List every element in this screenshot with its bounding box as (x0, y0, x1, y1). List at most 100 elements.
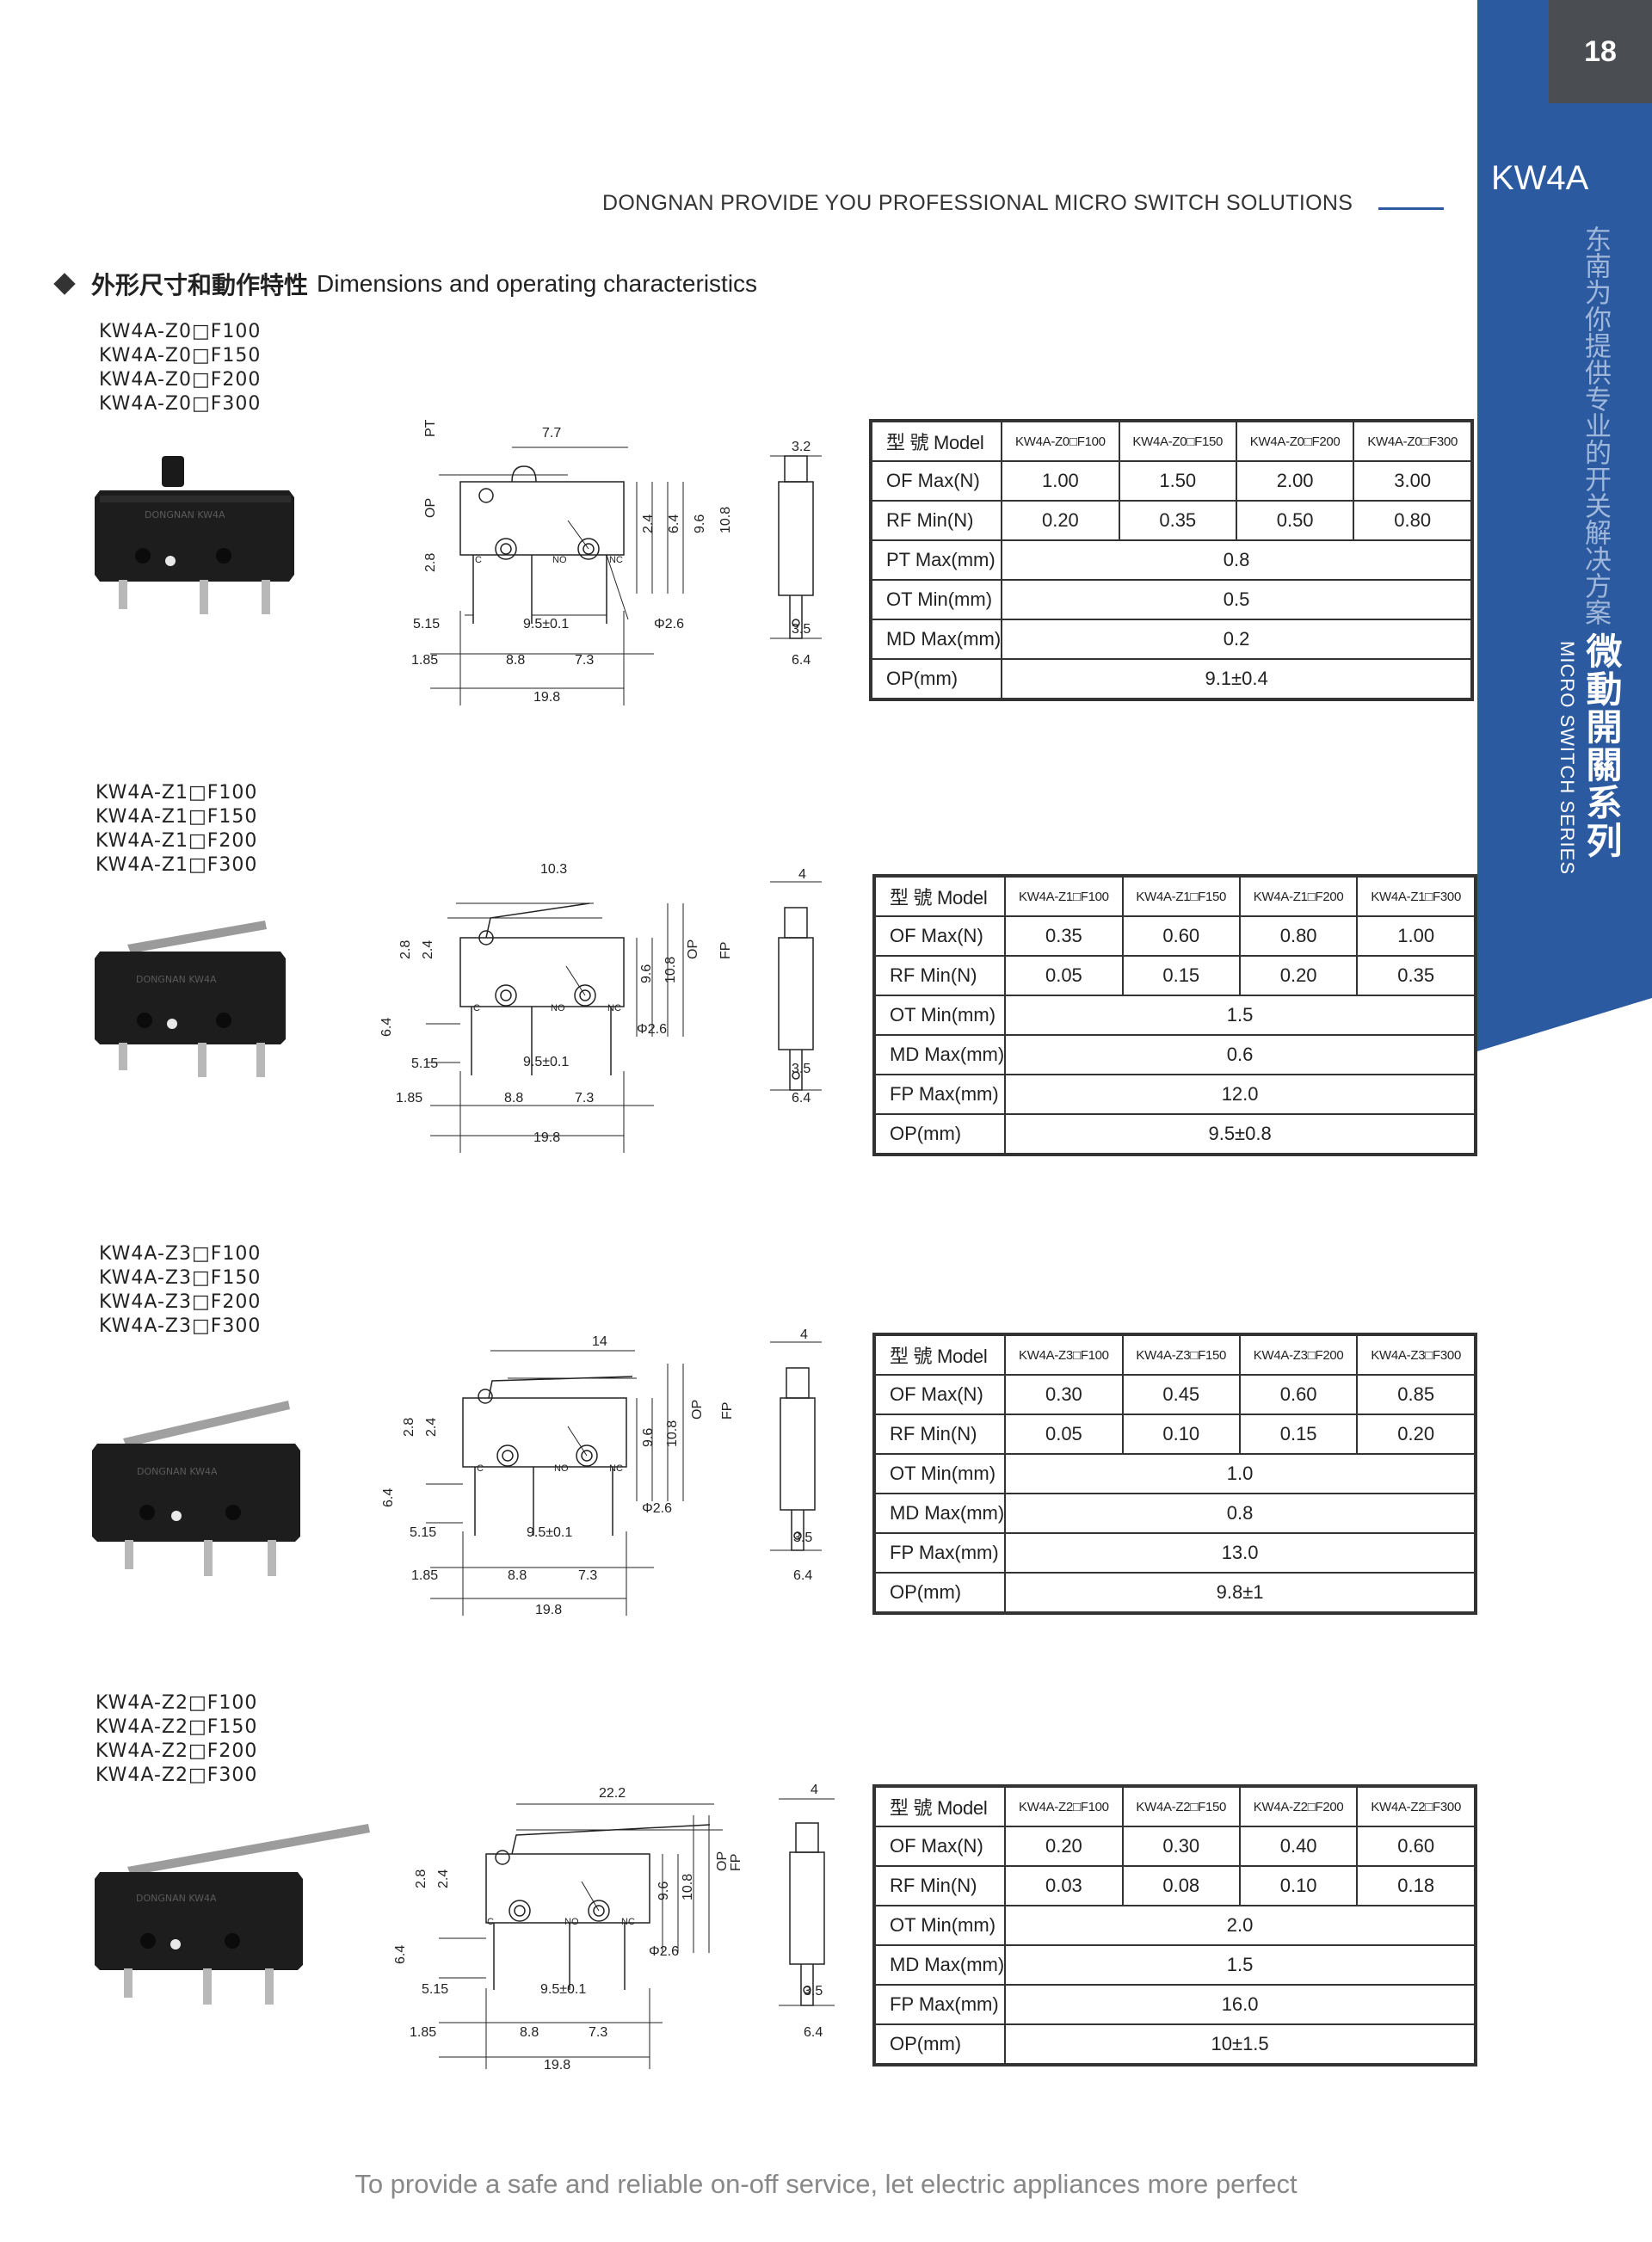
table-row: OT Min(mm)1.0 (872, 1453, 1476, 1494)
table-header-model: KW4A-Z2□F150 (1121, 1785, 1241, 1827)
dim-label: 2.8 (423, 553, 438, 572)
table-header-label: 型 號 Model (872, 1785, 1007, 1827)
dim-label: 9.5±0.1 (523, 1055, 569, 1069)
dim-label: 19.8 (535, 1603, 562, 1617)
dim-label: 9.6 (656, 1882, 671, 1900)
model-name: KW4A-Z1□F100 (96, 782, 258, 804)
cell-value: 1.0 (1004, 1453, 1476, 1494)
dim-label: 6.4 (793, 1568, 812, 1583)
dim-label: 2.8 (402, 1418, 416, 1437)
section-title-cn: 外形尺寸和動作特性 (91, 272, 309, 299)
table-row: FP Max(mm)12.0 (872, 1074, 1476, 1115)
cell-value: 0.20 (1356, 1414, 1476, 1455)
cell-value: 16.0 (1004, 1984, 1476, 2025)
dim-label: 1.85 (411, 1568, 438, 1583)
table-header-model: KW4A-Z2□F300 (1356, 1785, 1476, 1827)
table-header-model: KW4A-Z3□F100 (1004, 1333, 1124, 1376)
dim-label: 2.4 (436, 1869, 451, 1888)
table-row: OF Max(N) 0.30 0.45 0.60 0.85 (872, 1374, 1476, 1415)
dim-label: 2.8 (414, 1869, 428, 1888)
dim-label: 3.5 (804, 1984, 823, 1999)
dim-label: 8.8 (508, 1568, 527, 1583)
cell-value: 0.20 (1001, 500, 1120, 541)
dim-label: 7.3 (575, 653, 594, 668)
cell-value: 10±1.5 (1004, 2023, 1476, 2066)
spec-table: 型 號 Model KW4A-Z2□F100 KW4A-Z2□F150 KW4A… (872, 1784, 1477, 2066)
dim-label: FP (720, 1402, 735, 1420)
table-header-label: 型 號 Model (872, 1333, 1007, 1376)
dim-label: 2.8 (398, 940, 413, 959)
table-row: OF Max(N) 0.35 0.60 0.80 1.00 (872, 915, 1476, 957)
table-header-model: KW4A-Z0□F200 (1235, 420, 1355, 462)
terminal-label: NO (552, 555, 567, 565)
row-label: OF Max(N) (872, 1374, 1007, 1415)
dim-label: 6.4 (393, 1945, 408, 1964)
table-row: OP(mm)10±1.5 (872, 2023, 1476, 2066)
terminal-label: NC (609, 555, 623, 565)
dim-label: 10.8 (663, 957, 678, 983)
cell-value: 0.35 (1356, 955, 1476, 996)
table-row: MD Max(mm)1.5 (872, 1944, 1476, 1986)
cell-value: 0.80 (1353, 500, 1473, 541)
footer-slogan: To provide a safe and reliable on-off se… (354, 2169, 1298, 2199)
table-row: OP(mm)9.8±1 (872, 1572, 1476, 1614)
cell-value: 2.0 (1004, 1905, 1476, 1946)
model-name: KW4A-Z0□F100 (99, 321, 262, 342)
dim-label: 8.8 (504, 1091, 523, 1106)
row-label: RF Min(N) (869, 500, 1003, 541)
dim-label: FP (729, 1854, 743, 1871)
series-title-en: MICRO SWITCH SERIES (1556, 641, 1578, 876)
dim-label: 5.15 (413, 617, 440, 631)
cell-value: 0.03 (1004, 1865, 1124, 1906)
dim-label: FP (718, 942, 733, 959)
model-name: KW4A-Z1□F300 (96, 854, 258, 876)
model-name: KW4A-Z3□F200 (99, 1291, 262, 1313)
dim-label: 9.6 (693, 514, 707, 533)
table-header-model: KW4A-Z3□F150 (1121, 1333, 1241, 1376)
cell-value: 0.60 (1238, 1374, 1359, 1415)
dim-label: 10.8 (718, 507, 733, 533)
table-row: OF Max(N) 1.00 1.50 2.00 3.00 (869, 460, 1473, 502)
table-row: RF Min(N) 0.05 0.15 0.20 0.35 (872, 955, 1476, 996)
dim-label: 2.4 (641, 514, 656, 533)
row-label: OT Min(mm) (869, 579, 1003, 620)
svg-text:DONGNAN KW4A: DONGNAN KW4A (136, 974, 217, 985)
model-name: KW4A-Z0□F300 (99, 393, 262, 415)
model-name: KW4A-Z3□F150 (99, 1267, 262, 1289)
cell-value: 0.8 (1004, 1493, 1476, 1534)
cell-value: 0.20 (1238, 955, 1359, 996)
dimension-drawing: PT OP 7.7 2.8 2.4 6.4 9.6 10.8 C NO NC 5… (411, 419, 822, 705)
table-header-model: KW4A-Z1□F200 (1238, 875, 1359, 917)
terminal-label: NC (607, 1003, 621, 1013)
row-label: OP(mm) (872, 1572, 1007, 1614)
dim-label: 9.5±0.1 (523, 617, 569, 631)
dim-label: 4 (800, 1327, 808, 1342)
table-header-model: KW4A-Z1□F300 (1356, 875, 1476, 917)
model-list: KW4A-Z0□F100 KW4A-Z0□F150 KW4A-Z0□F200 K… (99, 320, 261, 416)
dim-label: 3.2 (792, 440, 811, 454)
dim-label: 3.5 (792, 622, 811, 637)
model-name: KW4A-Z2□F150 (96, 1716, 258, 1738)
table-row: OT Min(mm)1.5 (872, 995, 1476, 1036)
row-label: MD Max(mm) (872, 1944, 1007, 1986)
model-name: KW4A-Z2□F300 (96, 1765, 258, 1786)
cell-value: 1.00 (1356, 915, 1476, 957)
dim-label: 1.85 (396, 1091, 422, 1106)
table-header-model: KW4A-Z1□F100 (1004, 875, 1124, 917)
table-header-model: KW4A-Z0□F100 (1001, 420, 1120, 462)
cell-value: 9.8±1 (1004, 1572, 1476, 1614)
table-row: FP Max(mm)13.0 (872, 1532, 1476, 1574)
dim-label: 2.4 (421, 940, 435, 959)
row-label: MD Max(mm) (872, 1034, 1007, 1075)
row-label: OT Min(mm) (872, 995, 1007, 1036)
row-label: OF Max(N) (872, 1826, 1007, 1867)
dimension-drawing: 14 OP FP 2.8 2.4 6.4 9.6 10.8 C NO NC 5.… (381, 1327, 822, 1617)
section-title-en: Dimensions and operating characteristics (317, 270, 758, 297)
dimension-drawing: 10.3 OP FP 2.8 2.4 6.4 9.6 10.8 C NO NC … (379, 862, 822, 1153)
model-name: KW4A-Z3□F100 (99, 1243, 262, 1265)
dim-label: 3.5 (792, 1062, 811, 1076)
cell-value: 9.5±0.8 (1004, 1113, 1476, 1155)
dim-label: 6.4 (379, 1018, 394, 1037)
terminal-label: NC (621, 1917, 635, 1927)
cell-value: 9.1±0.4 (1001, 658, 1473, 700)
